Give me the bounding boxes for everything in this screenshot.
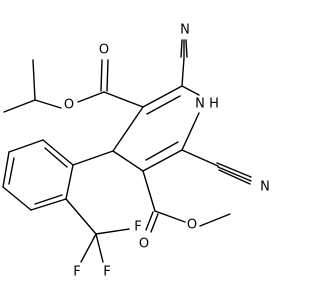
bond-carbonyl2-o-double-a [145,211,154,231]
bond-ph-3-4-double [8,157,15,185]
bond-ph-cf3 [65,198,97,235]
bond-ch-me2 [3,99,36,113]
bond-c2-n1 [181,85,200,96]
bond-cn-right-triple-c [218,169,251,185]
atom-o-ester2-single: O [187,218,197,233]
bond-ph-5-6 [30,198,67,211]
bond-carbonyl2-o-double-b [150,213,159,233]
bond-ch-me1 [32,59,36,101]
bond-c3-carbonyl [103,91,144,108]
bond-carbonyl2-o-single [154,210,186,223]
atom-n-cyano-right: N [260,180,270,195]
bond-ph-5-6-double [34,194,63,205]
bond-c6-c5-double [145,141,179,161]
bond-carbonyl-o-double-a [100,59,103,92]
atom-f2: F [73,265,80,280]
bond-ph-2-3 [8,139,44,153]
bond-carbonyl-o-double-b [106,59,109,92]
bond-c-f3 [95,233,104,263]
atom-f1: F [134,220,141,235]
bond-cn-right-triple-b [217,166,252,182]
bond-n1-c6 [181,112,200,151]
atom-f3: F [103,265,110,280]
bond-ph-3-4 [2,151,10,188]
bond-cn-right-triple-a [216,162,252,178]
atom-o-ester2-double: O [139,237,149,252]
bond-cn-top-triple-c [185,39,188,58]
atom-n-cyano-top: N [180,23,190,38]
atom-labels: N N H N O O O O F F F [64,23,270,280]
bond-ph-1-2-double [44,147,68,168]
bond-c6-c5 [142,149,183,172]
bond-o-ch [34,99,62,109]
bond-c4-c3 [112,106,144,152]
bond-ph-1-2 [42,139,74,166]
bond-c3-c2-double [146,95,181,115]
bond-c3-c2 [142,85,183,108]
bond-cn-top-triple-a [180,39,183,58]
bond-c5-c4 [112,150,144,172]
bond-c2-cn [181,57,185,87]
bond-carbonyl-o-single [77,91,105,103]
atom-n-ring: N [195,97,205,112]
atom-o-ester1-double: O [99,43,109,58]
bonds [2,39,252,263]
atom-h-ring: H [209,97,219,112]
bond-ph-6-1 [65,164,74,200]
bond-c6-cn [181,149,219,167]
atom-o-ester1-single: O [64,98,74,113]
bond-c5-carbonyl [142,170,156,212]
bond-ph-4-5 [2,186,32,211]
molecule-structure: N N H N O O O O F F F [2,23,270,280]
bond-c-f1 [95,228,130,235]
bond-c-f2 [80,233,97,263]
bond-o-methyl [199,213,231,227]
bond-c4-phenyl [72,150,114,166]
